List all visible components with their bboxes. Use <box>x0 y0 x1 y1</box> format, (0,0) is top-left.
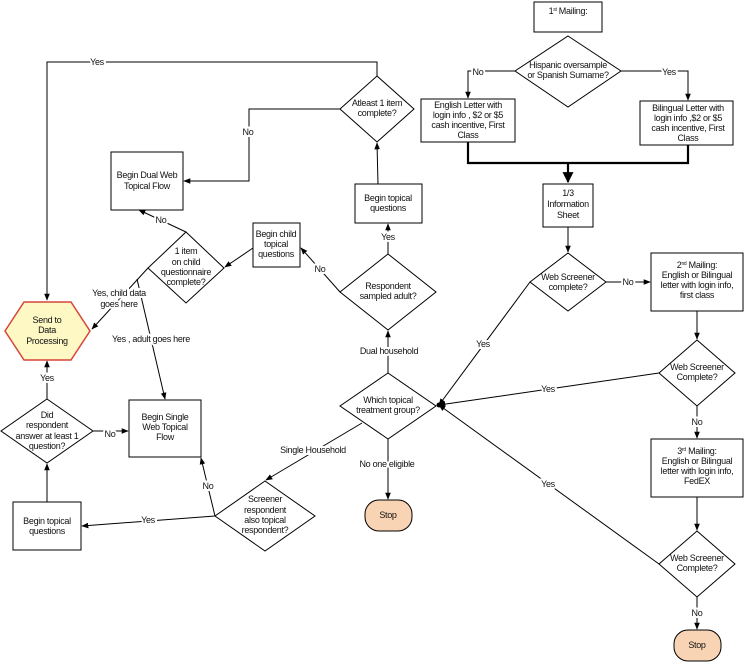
label-no: No <box>203 481 214 491</box>
label-yes: Yes <box>381 232 396 242</box>
edge-single-household <box>265 422 363 481</box>
label-yes: Yes <box>541 479 556 489</box>
label-no: No <box>623 277 634 287</box>
edge-hispanic-no <box>465 70 515 99</box>
label-no: No <box>473 67 484 77</box>
edge-screener-also-no <box>199 457 216 517</box>
label-yes: Yes <box>141 515 156 525</box>
edge-screener3-yes <box>438 404 660 565</box>
edge-screener2-yes <box>438 372 660 407</box>
label-yes: Yes <box>541 384 556 394</box>
label-no: No <box>243 127 254 137</box>
edge-topical-to-atleast <box>374 142 380 185</box>
edge-atleast-yes <box>44 61 378 301</box>
edge-adult-goes-here <box>136 278 167 400</box>
label-yes: Yes <box>40 373 55 383</box>
label-no: No <box>692 417 703 427</box>
label-no: No <box>692 608 703 618</box>
edge-screener1-yes <box>438 281 531 406</box>
edge-child-yes <box>91 267 149 330</box>
label-no-one-eligible: No one eligible <box>359 459 414 469</box>
label-no: No <box>315 264 326 274</box>
svg-text:2nd Mailing:: 2nd Mailing: <box>677 260 718 270</box>
edges <box>44 61 700 630</box>
label-no: No <box>105 429 116 439</box>
label-yes: Yes <box>90 57 105 67</box>
edge-adult-no <box>300 247 341 293</box>
edge-screener-also-yes <box>81 515 216 529</box>
label-yes-adult: Yes , adult goes here <box>112 334 190 344</box>
label-yes: Yes <box>476 339 491 349</box>
svg-text:Stop: Stop <box>379 510 397 520</box>
terminal-stop-right: Stop <box>673 629 722 662</box>
label-no: No <box>156 215 167 225</box>
label-dual-household: Dual household <box>360 346 419 356</box>
edge-letters-merge <box>466 142 690 165</box>
edge-labels: No Yes No No No Yes Yes Yes Dual househo… <box>38 55 705 620</box>
edge-child-topical-to-complete <box>224 247 254 268</box>
label-single-household: Single Household <box>280 445 346 455</box>
edge-child-no <box>138 209 187 233</box>
svg-text:3rd Mailing:: 3rd Mailing: <box>677 446 716 456</box>
svg-text:Stop: Stop <box>688 640 706 650</box>
junction-dot <box>436 402 442 408</box>
terminal-stop-center: Stop <box>364 499 413 532</box>
svg-text:1st Mailing:: 1st Mailing: <box>549 6 588 16</box>
edge-hispanic-yes <box>621 70 691 101</box>
edge-atleast-no <box>183 108 340 184</box>
label-yes: Yes <box>662 67 677 77</box>
node-mailing1: 1st Mailing: <box>533 1 603 33</box>
